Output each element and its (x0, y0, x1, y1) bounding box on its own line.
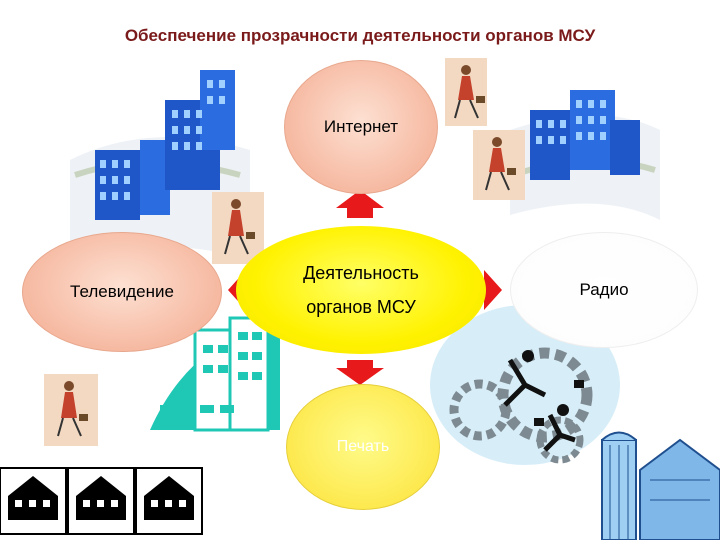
node-internet-label: Интернет (323, 117, 399, 136)
office-buildings-right-icon (510, 90, 660, 220)
businesswoman-icon (473, 130, 525, 200)
businesswoman-icon (445, 58, 487, 126)
node-print: Печать (286, 384, 440, 510)
node-television-label: Телевидение (70, 282, 174, 301)
center-label-line2: органов МСУ (306, 297, 416, 317)
businesswoman-icon (212, 192, 264, 264)
node-television: Телевидение (22, 232, 222, 352)
arrow-up-icon (336, 190, 384, 218)
businesswoman-icon (44, 374, 98, 446)
node-radio-label: Радио (579, 280, 629, 299)
arrow-down-icon (336, 360, 384, 385)
node-print-label: Печать (336, 438, 390, 455)
center-label-line1: Деятельность (303, 263, 419, 283)
node-radio: Радио (510, 232, 698, 348)
node-center: Деятельность органов МСУ (236, 226, 486, 354)
farm-silo-icon (601, 431, 720, 540)
slide-title: Обеспечение прозрачности деятельности ор… (124, 26, 596, 45)
node-internet: Интернет (284, 60, 438, 194)
teal-building-icon (150, 316, 280, 432)
gears-businessmen-icon (430, 305, 620, 465)
houses-strip-icon (0, 467, 203, 535)
